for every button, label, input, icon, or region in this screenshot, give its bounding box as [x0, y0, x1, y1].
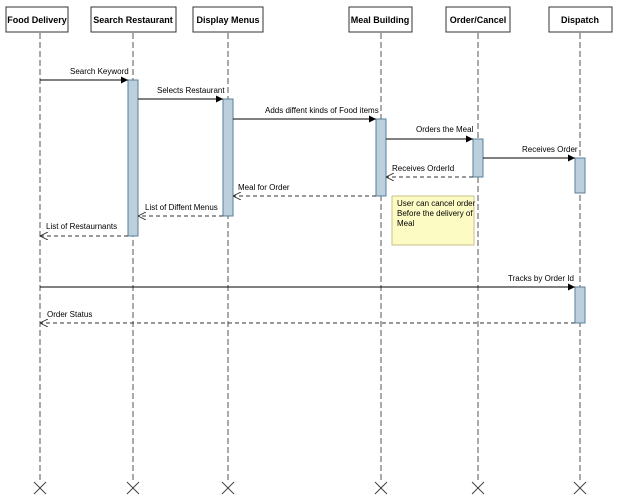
message-label: Receives OrderId: [392, 164, 454, 173]
activation-order-cancel: [472, 138, 484, 178]
lifeline-search-restaurant[interactable]: Search Restaurant: [90, 6, 177, 33]
activation-bars: [127, 79, 586, 324]
lifeline-end-display-menus: [221, 481, 235, 495]
message-meal-for-order[interactable]: Meal for Order: [233, 183, 376, 196]
activation-dispatch-receive: [574, 157, 586, 194]
lifeline-display-menus[interactable]: Display Menus: [192, 6, 264, 33]
message-label: Adds diffent kinds of Food items: [265, 106, 379, 115]
lifeline-end-meal-building: [374, 481, 388, 495]
message-label: Meal for Order: [238, 183, 290, 192]
lifeline-title: Order/Cancel: [450, 15, 507, 25]
lifeline-title: Food Delivery: [7, 15, 67, 25]
message-orders-the-meal[interactable]: Orders the Meal: [386, 125, 474, 143]
lifeline-title: Display Menus: [196, 15, 259, 25]
message-list-of-menus[interactable]: List of Diffent Menus: [138, 203, 223, 216]
message-tracks-by-order-id[interactable]: Tracks by Order Id: [40, 274, 575, 291]
message-label: Selects Restaurant: [157, 86, 225, 95]
lifeline-end-order-cancel: [471, 481, 485, 495]
activation-search-restaurant: [127, 79, 139, 237]
message-receives-orderid[interactable]: Receives OrderId: [386, 164, 473, 177]
message-selects-restaurant[interactable]: Selects Restaurant: [138, 86, 225, 103]
lifeline-end-dispatch: [573, 481, 587, 495]
activation-dispatch-track: [574, 286, 586, 324]
lifeline-title: Dispatch: [561, 15, 599, 25]
activation-meal-building: [375, 118, 387, 197]
lifeline-end-search-restaurant: [126, 481, 140, 495]
note-line: Before the delivery of: [397, 209, 473, 218]
message-label: Receives Order: [522, 145, 578, 154]
message-order-status[interactable]: Order Status: [40, 310, 575, 323]
lifeline-lines: [39, 33, 581, 482]
activation-display-menus: [222, 98, 234, 217]
message-receives-order[interactable]: Receives Order: [483, 145, 578, 162]
message-label: Search Keyword: [70, 67, 129, 76]
lifeline-dispatch[interactable]: Dispatch: [548, 6, 613, 33]
lifeline-title: Search Restaurant: [93, 15, 173, 25]
message-label: Orders the Meal: [416, 125, 474, 134]
message-label: List of Restaurnants: [46, 222, 117, 231]
lifeline-food-delivery[interactable]: Food Delivery: [5, 6, 69, 33]
message-list-of-restaurants[interactable]: List of Restaurnants: [40, 222, 128, 236]
message-label: List of Diffent Menus: [145, 203, 218, 212]
message-label: Tracks by Order Id: [508, 274, 574, 283]
lifeline-meal-building[interactable]: Meal Building: [348, 6, 413, 33]
note-line: Meal: [397, 219, 415, 228]
lifeline-title: Meal Building: [351, 15, 410, 25]
message-label: Order Status: [47, 310, 92, 319]
cancel-note[interactable]: User can cancel order Before the deliver…: [391, 195, 476, 246]
message-search-keyword[interactable]: Search Keyword: [40, 67, 129, 84]
message-adds-food-items[interactable]: Adds diffent kinds of Food items: [233, 106, 379, 123]
note-line: User can cancel order: [397, 199, 476, 208]
lifeline-order-cancel[interactable]: Order/Cancel: [445, 6, 511, 33]
lifeline-end-food-delivery: [33, 481, 47, 495]
